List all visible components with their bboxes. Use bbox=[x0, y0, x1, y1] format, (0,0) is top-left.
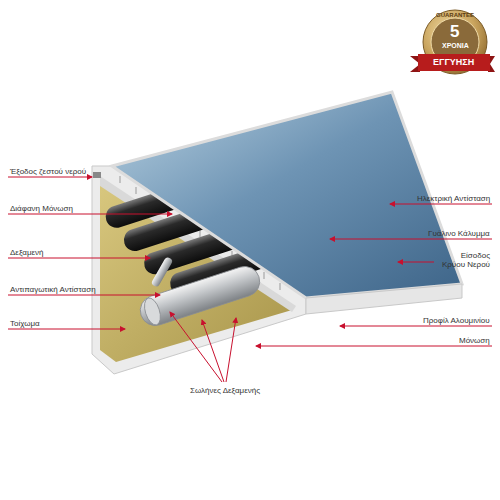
part-label: Διάφανη Μόνωση bbox=[10, 204, 73, 213]
part-label: Μόνωση bbox=[459, 336, 490, 345]
badge-ribbon-text: ΕΓΓΥΗΣΗ bbox=[433, 57, 474, 67]
part-label: Σωλήνες Δεξαμενής bbox=[190, 386, 260, 395]
badge-caption: GUARANTEE bbox=[436, 12, 474, 19]
part-label: Ηλεκτρική Αντίσταση bbox=[417, 194, 490, 203]
part-label: Γυάλινο Κάλυμμα bbox=[428, 229, 490, 238]
part-label: Είσοδος Κρύου Νερού bbox=[438, 251, 490, 269]
part-label: Αντιπαγωτική Αντίσταση bbox=[10, 285, 96, 294]
part-label: Τοίχωμα bbox=[10, 319, 40, 328]
part-label: Έξοδος ζεστού νερού bbox=[10, 167, 86, 176]
badge-number: 5 bbox=[450, 22, 459, 42]
badge-caption: ΧΡΟΝΙΑ bbox=[442, 42, 469, 50]
part-label: Προφίλ Αλουμινίου bbox=[423, 316, 490, 325]
part-label: Δεξαμενή bbox=[10, 248, 44, 257]
